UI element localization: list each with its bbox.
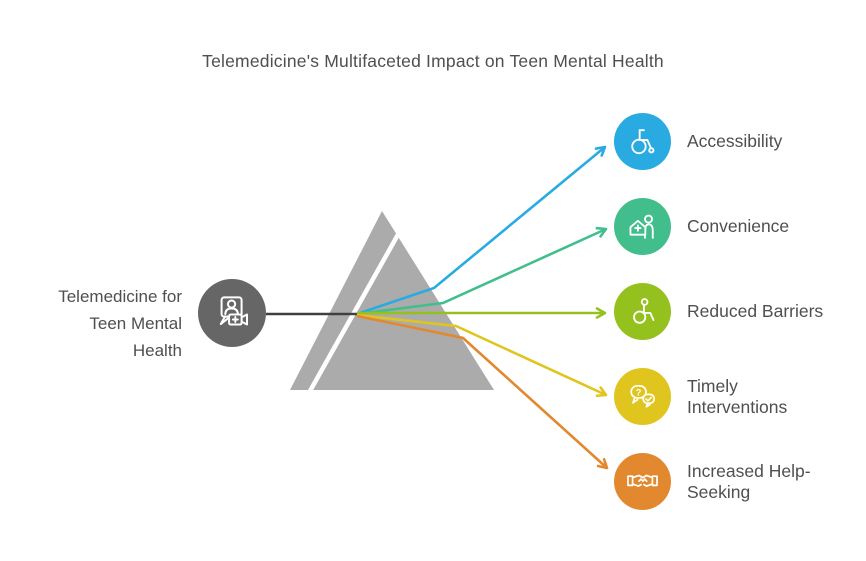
page-title: Telemedicine's Multifaceted Impact on Te…	[202, 51, 664, 71]
telemedicine-video-chat-icon	[198, 279, 266, 347]
ray-convenience	[356, 226, 608, 316]
left-node-icon	[198, 279, 266, 347]
home-care-person-icon	[614, 198, 671, 255]
impact-item-increased-help-seeking: Increased Help- Seeking	[614, 453, 866, 510]
impact-item-convenience: Convenience	[614, 198, 866, 255]
left-node-label-line: Teen Mental	[89, 314, 182, 333]
ray-timely-interventions	[356, 313, 608, 398]
prism-triangle	[290, 211, 494, 390]
impact-item-timely-interventions: ? Timely Interventions	[614, 368, 866, 425]
impact-item-label: Increased Help- Seeking	[687, 460, 811, 502]
impact-item-label: Timely Interventions	[687, 375, 788, 417]
impact-item-label: Reduced Barriers	[687, 301, 824, 321]
accessibility-icon	[614, 283, 671, 340]
left-node-label-line: Health	[132, 341, 182, 360]
impact-item-reduced-barriers: Reduced Barriers	[614, 283, 866, 340]
left-node-label: Telemedicine for Teen Mental Health	[20, 283, 182, 364]
prism-slit	[308, 229, 402, 393]
ray-increased-help-seeking	[356, 314, 609, 470]
left-node-label-line: Telemedicine for	[58, 287, 182, 306]
wheelchair-icon	[614, 113, 671, 170]
question-mark-glyph: ?	[636, 387, 642, 397]
impact-item-label: Convenience	[687, 216, 790, 236]
handshake-icon	[614, 453, 671, 510]
ray-accessibility	[356, 145, 607, 316]
impact-item-accessibility: Accessibility	[614, 113, 866, 170]
chat-question-check-icon: ?	[614, 368, 671, 425]
impact-item-label: Accessibility	[687, 131, 783, 151]
